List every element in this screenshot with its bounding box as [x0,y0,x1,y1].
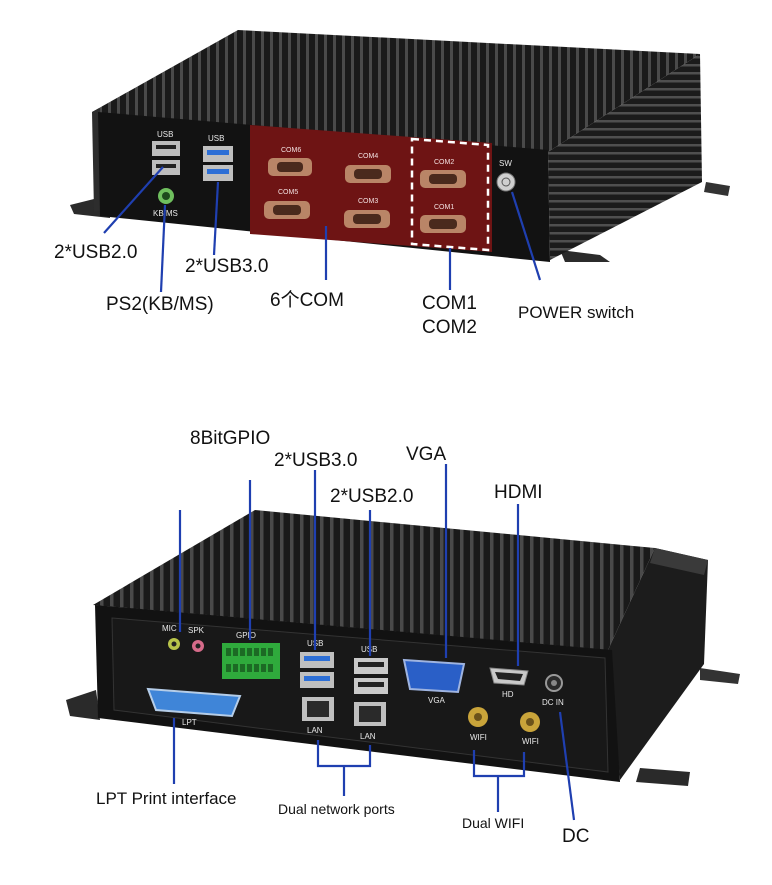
mount-flange-right [636,768,690,786]
label-dc: DC [562,826,590,847]
wifi-label-b: WIFI [522,737,539,746]
gpio-label: GPIO [236,631,256,640]
label-bottom-usb30: 2*USB3.0 [274,450,358,471]
usb-label-a: USB [157,130,173,139]
top-leader-lines [103,166,542,293]
label-hdmi: HDMI [494,482,543,503]
top-device-view: USB KB/MS USB COM6 COM4 COM2 COM5 [0,0,772,360]
bottom-leader-lines [172,464,576,821]
mount-flange-rear [704,182,730,196]
com6-port-label: COM6 [281,147,301,154]
spk-label: SPK [188,626,205,635]
hd-label: HD [502,690,514,699]
label-top-usb30: 2*USB3.0 [185,256,269,277]
dc-in-label: DC IN [542,698,564,707]
com5-port-label: COM5 [278,189,298,196]
lan-label-b: LAN [360,732,376,741]
heatsink-top [93,510,655,650]
label-dual-wifi: Dual WIFI [462,815,525,831]
com12-highlight-box [410,137,490,252]
lpt-port [146,687,242,718]
label-6-com: 6个COM [270,290,344,311]
com3-port-label: COM3 [358,198,378,205]
power-switch [496,172,516,192]
com4-port-label: COM4 [358,153,378,160]
label-gpio: 8BitGPIO [190,428,271,449]
mic-label: MIC [162,624,177,633]
bottom-device-view: MIC SPK GPIO USB USB LAN [0,400,772,885]
label-com1: COM1 [422,293,477,314]
com1-port-label: COM1 [434,204,454,211]
side-block [608,548,708,780]
label-power-switch: POWER switch [518,303,635,322]
wifi-label-a: WIFI [470,733,487,742]
label-vga: VGA [406,444,447,465]
bottom-device-illustration: MIC SPK GPIO USB USB LAN [66,464,740,821]
label-dual-lan: Dual network ports [278,801,395,817]
lpt-panel-label: LPT [182,718,197,727]
label-lpt: LPT Print interface [96,789,237,808]
usb-label-b: USB [208,134,224,143]
label-ps2: PS2(KB/MS) [106,294,214,315]
mount-flange-right [560,250,610,262]
sw-label: SW [499,159,512,168]
heatsink-side [548,54,702,260]
vga-panel-label: VGA [428,696,446,705]
label-bottom-usb20: 2*USB2.0 [330,486,414,507]
vga-port [402,658,466,694]
com2-port-label: COM2 [434,159,454,166]
lan-label-a: LAN [307,726,323,735]
label-top-usb20: 2*USB2.0 [54,242,138,263]
com-connectors [264,158,466,233]
mount-flange-left [66,690,100,720]
top-device-illustration: USB KB/MS USB COM6 COM4 COM2 COM5 [70,30,730,293]
label-com2: COM2 [422,317,477,338]
heatsink-top [92,30,700,152]
mount-flange-rear [700,668,740,684]
